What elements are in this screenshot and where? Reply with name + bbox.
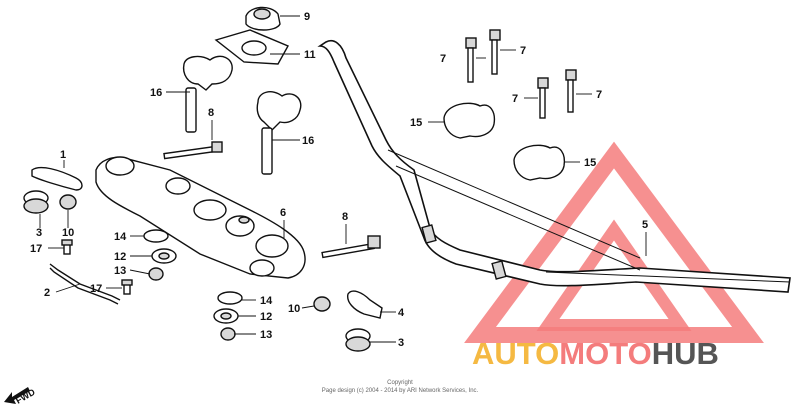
- callout-7b: 7: [520, 45, 526, 57]
- copyright-notice: Copyright Page design (c) 2004 - 2014 by…: [322, 380, 479, 394]
- washer-14-lower: [217, 291, 243, 305]
- callout-7c: 7: [512, 93, 518, 105]
- callout-10-right: 10: [288, 303, 300, 315]
- watermark-hub: HUB: [652, 336, 719, 371]
- watermark-auto: AUTO: [472, 336, 559, 371]
- callout-11: 11: [304, 49, 316, 61]
- callout-10-left: 10: [62, 227, 74, 239]
- callout-labels: 9 11 16 16 8 1 3 10 17 2 17 14 12 13 14 …: [30, 11, 648, 349]
- bolt-7d: [565, 69, 577, 113]
- callout-14-lower: 14: [260, 295, 273, 307]
- callout-7a: 7: [440, 53, 446, 65]
- copyright-line2: Page design (c) 2004 - 2014 by ARI Netwo…: [322, 388, 479, 394]
- cable-guide: [31, 166, 83, 191]
- fwd-label: FWD: [14, 387, 37, 406]
- callout-16-right: 16: [302, 135, 314, 147]
- fwd-indicator: FWD: [4, 387, 37, 406]
- nut-13-upper: [148, 267, 164, 281]
- washer-14-upper: [143, 229, 169, 243]
- screw-17-upper: [61, 239, 73, 255]
- callout-12-lower: 12: [260, 311, 272, 323]
- bolt-8-upper: [163, 141, 223, 160]
- band-4: [347, 290, 383, 319]
- callout-13-lower: 13: [260, 329, 272, 341]
- leader-lines: [39, 15, 647, 343]
- wire-clamp-2: [49, 263, 121, 305]
- callout-4: 4: [398, 307, 405, 319]
- fwd-arrow-icon: [4, 387, 30, 404]
- rubber-3-left: [23, 190, 49, 214]
- callout-6: 6: [280, 207, 286, 219]
- upper-holder-15b: [513, 144, 566, 181]
- handlebar-holder-right: [256, 91, 302, 175]
- upper-plate: [214, 29, 289, 65]
- bolt-8-lower: [321, 235, 381, 259]
- callout-7d: 7: [596, 89, 602, 101]
- screw-17-lower: [121, 279, 133, 295]
- copyright-line1: Copyright: [387, 380, 413, 386]
- watermark-triangle-outer: [464, 141, 764, 343]
- callout-2: 2: [44, 287, 50, 299]
- callout-14-upper: 14: [114, 231, 127, 243]
- nut-13-lower: [220, 327, 236, 341]
- callout-15-left: 15: [410, 117, 422, 129]
- callout-13-upper: 13: [114, 265, 126, 277]
- cushion-12-lower: [213, 308, 239, 324]
- callout-17-upper: 17: [30, 243, 42, 255]
- nut-10-right: [313, 296, 331, 312]
- watermark-moto: MOTO: [559, 336, 651, 371]
- callout-5: 5: [642, 219, 648, 231]
- cushion-12-upper: [151, 248, 177, 264]
- callout-8-lower: 8: [342, 211, 348, 223]
- bolt-7a: [465, 37, 477, 83]
- cap-nut: [245, 6, 281, 31]
- bolt-7c: [537, 77, 549, 119]
- nut-10-left: [59, 194, 77, 210]
- callout-8-upper: 8: [208, 107, 214, 119]
- callout-17-lower: 17: [90, 283, 102, 295]
- callout-15-right: 15: [584, 157, 596, 169]
- upper-holder-15a: [443, 102, 496, 139]
- handlebar: [317, 40, 791, 293]
- callout-12-upper: 12: [114, 251, 126, 263]
- watermark-text: AUTOMOTOHUB: [472, 336, 719, 371]
- callout-3-left: 3: [36, 227, 42, 239]
- bolt-7b: [489, 29, 501, 75]
- rubber-3-right: [345, 328, 371, 352]
- callout-16-left: 16: [150, 87, 162, 99]
- callout-9: 9: [304, 11, 310, 23]
- callout-1: 1: [60, 149, 66, 161]
- top-bridge: [95, 156, 306, 279]
- handlebar-holder-left: [182, 55, 233, 133]
- callout-3-right: 3: [398, 337, 404, 349]
